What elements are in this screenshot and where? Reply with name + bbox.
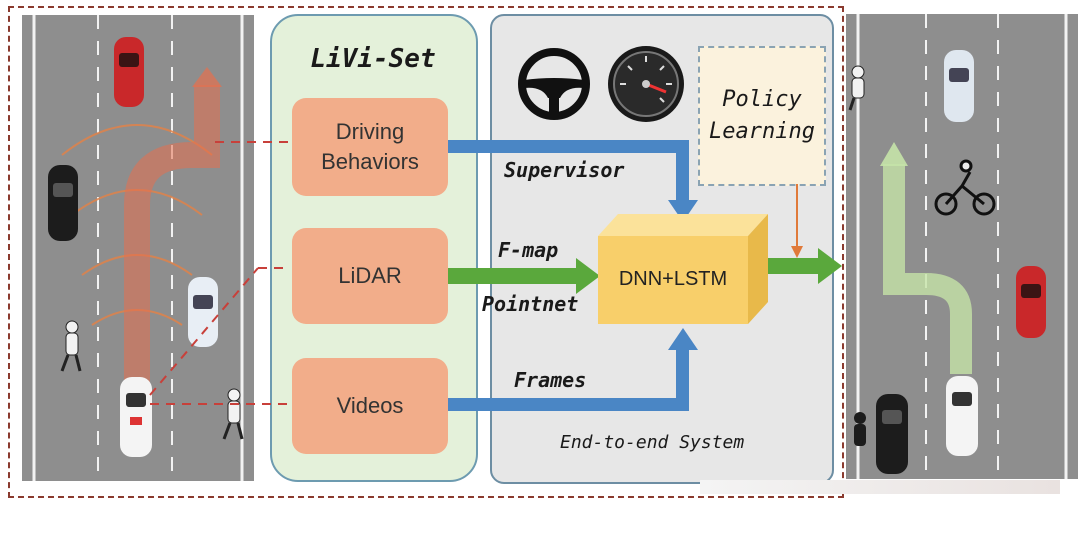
pedestrian-icon xyxy=(848,65,865,111)
policy-learning-box: Policy Learning xyxy=(698,46,826,186)
dnn-lstm-label: DNN+LSTM xyxy=(618,268,728,290)
frames-arrow xyxy=(448,328,698,411)
bicycle-icon xyxy=(934,159,996,216)
speedometer-icon xyxy=(608,46,684,122)
videos-box: Videos xyxy=(292,358,448,454)
output-arrow xyxy=(756,248,842,284)
right-road-graphic xyxy=(848,14,1068,479)
sensor-links xyxy=(149,141,290,405)
car-icon xyxy=(876,394,908,474)
dnn-lstm-block xyxy=(598,214,768,324)
supervisor-arrow xyxy=(448,140,698,222)
car-icon xyxy=(946,376,978,456)
car-icon xyxy=(944,50,974,122)
pedestrian-icon xyxy=(60,320,82,372)
driving-behaviors-label: Driving Behaviors xyxy=(321,119,419,174)
car-icon xyxy=(48,165,78,241)
left-road-graphic xyxy=(32,15,244,481)
policy-arrow xyxy=(791,184,803,258)
end-to-end-system-title: End-to-end System xyxy=(560,432,745,453)
pointnet-label: Pointnet xyxy=(482,292,579,316)
car-icon xyxy=(1016,266,1046,338)
steering-wheel-icon xyxy=(518,48,590,120)
outer-dashed-frame xyxy=(8,6,844,498)
frames-label: Frames xyxy=(514,368,587,392)
fmap-label: F-map xyxy=(498,238,559,262)
car-icon xyxy=(114,37,144,107)
car-icon xyxy=(188,277,218,347)
driving-behaviors-box: Driving Behaviors xyxy=(292,98,448,196)
fmap-arrow xyxy=(448,258,600,294)
lidar-label: LiDAR xyxy=(338,263,402,288)
pedestrian-icon xyxy=(222,388,244,440)
right-road-scene xyxy=(846,14,1078,479)
videos-label: Videos xyxy=(336,393,404,418)
pedestrian-icon xyxy=(854,412,866,446)
policy-learning-label: Policy Learning xyxy=(709,87,815,144)
lidar-box: LiDAR xyxy=(292,228,448,324)
bottom-strip xyxy=(700,480,1060,494)
supervisor-label: Supervisor xyxy=(504,158,625,182)
livi-set-title: LiVi-Set xyxy=(310,44,436,74)
car-icon xyxy=(120,377,152,457)
